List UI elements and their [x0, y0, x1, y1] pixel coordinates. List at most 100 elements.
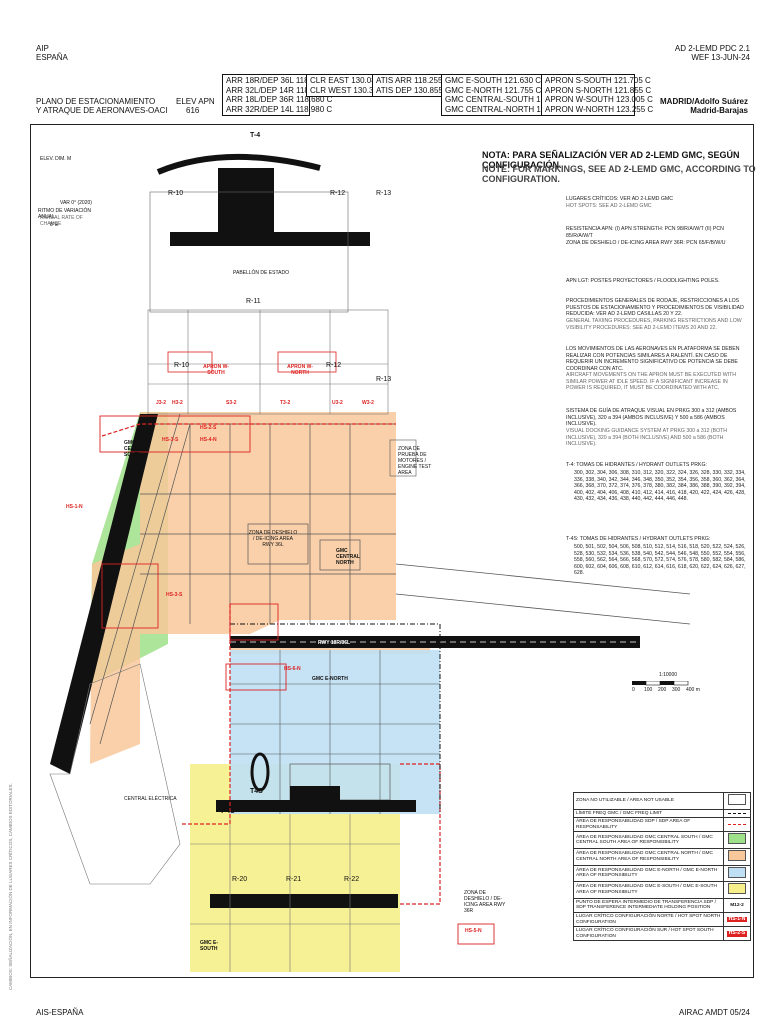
legend-label-en: AREA NOT USABLE	[629, 798, 675, 803]
apron-strength-2: ZONA DE DESHIELO / DE-ICING AREA RWY 36R…	[566, 240, 726, 246]
area-gmc-e-south	[190, 764, 400, 972]
legend-row: LÍMITE FREQ GMC / GMC FREQ LIMIT	[573, 808, 751, 819]
footer-amendment: AIRAC AMDT 05/24	[679, 1008, 750, 1017]
sdp-boundary-east	[400, 763, 441, 905]
legend-swatch-not-usable	[728, 794, 746, 805]
movements-en: AIRCRAFT MOVEMENTS ON THE APRON MUST BE …	[566, 372, 737, 392]
legend-swatch-hs-north: HS-1-N	[726, 915, 748, 923]
apron-strength: RESISTENCIA APN: (I) APN STRENGTH: PCN 9…	[566, 226, 724, 239]
freq-atis-dep: ATIS DEP 130.855 C	[376, 85, 451, 95]
aip-label: AIP	[36, 44, 49, 53]
apron-r10-outline	[149, 191, 349, 313]
j3-label: J3-2	[156, 400, 167, 406]
gmc-central-north-label: GMC CENTRAL NORTH	[336, 548, 360, 566]
legend-label-en: HOT SPOT SOUTH CONFIGURATION	[576, 928, 714, 939]
terminal-t4-roof	[156, 153, 321, 175]
var-value: 8' E	[50, 222, 59, 228]
apron-w-north-box	[277, 351, 337, 373]
apron-w-south-label: APRON W-SOUTH	[203, 364, 229, 376]
freq-gmc-box: GMC E-SOUTH 121.630 C GMC E-NORTH 121.75…	[441, 74, 573, 116]
guidance-es: SISTEMA DE GUÍA DE ATRAQUE VISUAL EN PRK…	[566, 408, 737, 428]
legend-label-es: LUGAR CRÍTICO CONFIGURACIÓN SUR	[576, 928, 668, 934]
u3-label: U3-2	[332, 400, 343, 406]
t4s-label: T4S	[250, 788, 263, 795]
scale-tick-4: 400 m	[686, 687, 700, 693]
legend-label-en: GMC CENTRAL SOUTH AREA OF RESPONSIBILITY	[576, 834, 713, 846]
legend-label-en: GMC FREQ LIMIT	[622, 810, 663, 816]
legend-row: ZONA NO UTILIZABLE / AREA NOT USABLE	[573, 792, 751, 810]
chart-code: AD 2-LEMD PDC 2.1	[674, 44, 750, 53]
country-label: ESPAÑA	[36, 53, 68, 62]
south-west-zone	[49, 663, 181, 885]
r11-label: R-11	[246, 298, 261, 305]
r20-label: R-20	[232, 876, 248, 883]
hotspot-hs6n-outline	[229, 603, 279, 641]
apron-w-north-label: APRON W-NORTH	[287, 364, 313, 376]
freq-arr-box: ARR 18R/DEP 36L 118.080 C ARR 32L/DEP 14…	[222, 74, 333, 116]
legend-row: ÁREA DE RESPONSABILIDAD GMC CENTRAL NORT…	[573, 847, 751, 866]
var-label: VAR 0° (2020)	[60, 200, 92, 206]
legend-swatch-sdp	[728, 823, 746, 825]
hotspot-hs6n[interactable]: HS-6-N	[284, 666, 301, 672]
legend-label-en: SDP AREA OF RESPONSABILITY	[576, 819, 691, 830]
scale-tick-2: 200	[658, 687, 667, 693]
east-road	[395, 563, 691, 595]
elev-dim-label: ELEV. DIM. M	[40, 156, 72, 162]
footer-publisher: AIS-ESPAÑA	[36, 1008, 84, 1017]
hotspot-hs5n[interactable]: HS-5-N	[465, 928, 482, 934]
movements-es: LOS MOVIMIENTOS DE LAS AERONAVES EN PLAT…	[566, 346, 740, 372]
legend-label-en: GMC E-NORTH AREA OF RESPONSIBILITY	[576, 867, 718, 879]
legend-swatch-yellow	[728, 883, 746, 895]
procedures-es: PROCEDIMIENTOS GENERALES DE RODAJE, REST…	[566, 298, 744, 318]
var-en-label: ANNUAL RATE OF CHANGE	[40, 215, 83, 227]
scale-tick-1: 100	[644, 687, 653, 693]
hotspot-hs6n-area	[225, 663, 287, 691]
freq-gmc-2: GMC E-NORTH 121.755 C	[445, 85, 542, 95]
hotspot-note-es: LUGARES CRÍTICOS: VER AD 2-LEMD GMC	[566, 196, 673, 202]
sdp-boundary-north	[101, 423, 396, 437]
hotspot-hs3s-b[interactable]: HS-3-S	[166, 592, 183, 598]
nota-en: NOTE: FOR MARKINGS, SEE AD 2-LEMD GMC, A…	[482, 164, 756, 184]
legend-row: LUGAR CRÍTICO CONFIGURACIÓN NORTE / HOT …	[573, 911, 751, 928]
t3-label: T3-2	[280, 400, 291, 406]
freq-clr-east: CLR EAST 130.080 C	[310, 76, 389, 85]
legend-swatch-m12: M12-2	[723, 897, 751, 913]
legend-label-es: LÍMITE FREQ GMC	[576, 810, 619, 816]
freq-arr-2: ARR 32L/DEP 14R 118.155 C	[226, 85, 333, 95]
legend-table: ZONA NO UTILIZABLE / AREA NOT USABLE LÍM…	[573, 792, 751, 942]
deicing-label-2: ZONA DE DESHIELO / DE-ICING AREA RWY 36R	[464, 890, 506, 914]
aerodrome-map	[49, 153, 691, 972]
legend-label-en: GMC E-SOUTH AREA OF RESPONSIBILITY	[576, 884, 718, 895]
chart-title-es: PLANO DE ESTACIONAMIENTO	[36, 97, 156, 106]
legend-swatch-hs-south: HS-2-S	[726, 929, 748, 937]
hotspot-hs1n[interactable]: HS-1-N	[66, 504, 83, 510]
hotspot-hs3s-outline	[101, 563, 159, 629]
hotspot-hs2s[interactable]: HS-2-S	[200, 425, 217, 431]
freq-apron-4: APRON W-NORTH 123.255 C	[545, 104, 654, 114]
freq-arr-4: ARR 32R/DEP 14L 118.980 C	[226, 104, 333, 114]
effective-date: WEF 13-JUN-24	[691, 53, 750, 62]
runway-label: RWY 18R/36L	[318, 640, 351, 646]
freq-apron-box: APRON S-SOUTH 121.705 C APRON S-NORTH 12…	[541, 74, 654, 116]
r21-label: R-21	[286, 876, 302, 883]
r13-label-2: R-13	[376, 376, 392, 383]
freq-gmc-1: GMC E-SOUTH 121.630 C	[445, 76, 542, 85]
w3-label: W3-2	[362, 400, 374, 406]
sdp-boundary-west	[180, 604, 231, 825]
freq-apron-3: APRON W-SOUTH 123.005 C	[545, 95, 653, 104]
legend-label-es: LUGAR CRÍTICO CONFIGURACIÓN NORTE	[576, 913, 674, 919]
hotspot-hs4n[interactable]: HS-4-N	[200, 437, 217, 443]
hotspot-hs5n-outline	[457, 923, 495, 945]
t4s-ring	[250, 752, 270, 792]
t4-label: T-4	[250, 132, 261, 139]
elev-label: ELEV APN	[176, 97, 215, 106]
procedures-en: GENERAL TAXIING PROCEDURES, PARKING REST…	[566, 318, 742, 331]
t4-hydrant-list: 300, 302, 304, 306, 308, 310, 312, 320, …	[574, 470, 746, 503]
gmc-central-north-box	[319, 539, 361, 571]
chart-frame	[30, 124, 754, 978]
amendment-side-note: CAMBIOS: SEÑALIZACIÓN, EN INFORMACIÓN DE…	[8, 783, 13, 990]
s3-label: S3-2	[226, 400, 237, 406]
var-es-label: RITMO DE VARIACIÓN ANUAL	[38, 208, 91, 220]
legend-label-en: HOT SPOT NORTH CONFIGURATION	[576, 913, 721, 925]
hotspot-hs3s[interactable]: HS-3-S	[162, 437, 179, 443]
